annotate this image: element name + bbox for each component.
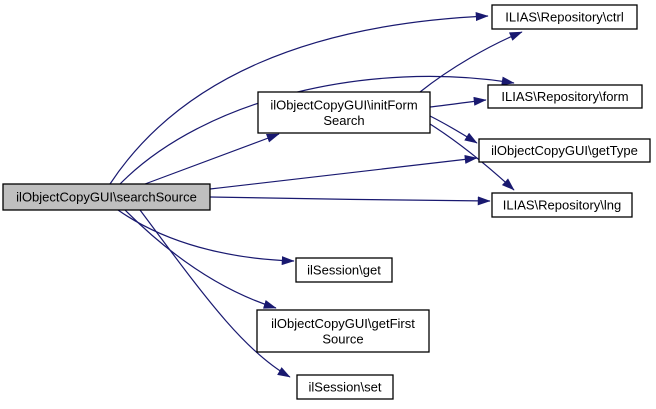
node-box-ctrl[interactable] xyxy=(491,4,638,30)
node-box-get[interactable] xyxy=(295,257,393,283)
edge-searchSource-to-set xyxy=(139,209,291,378)
edge-initFormSearch-to-getType xyxy=(429,115,478,144)
edge-initFormSearch-to-form xyxy=(429,96,487,108)
node-box-lng[interactable] xyxy=(491,192,633,218)
node-ctrl[interactable]: ILIAS\Repository\ctrl xyxy=(491,4,638,30)
node-box-set[interactable] xyxy=(296,374,394,400)
node-box-searchSource[interactable] xyxy=(2,183,211,211)
edge-searchSource-to-ctrl xyxy=(109,12,489,185)
node-label-getType: ilObjectCopyGUI\getType xyxy=(491,143,638,158)
node-label-lng: ILIAS\Repository\lng xyxy=(503,198,622,213)
edge-searchSource-to-initFormSearch xyxy=(144,133,280,185)
edge-initFormSearch-to-lng xyxy=(429,123,515,191)
edge-searchSource-to-get xyxy=(117,209,295,266)
node-set[interactable]: ilSession\set xyxy=(296,374,394,400)
edge-searchSource-to-getFirstSource xyxy=(124,209,277,309)
node-box-getFirstSource[interactable] xyxy=(256,309,430,353)
node-box-form[interactable] xyxy=(487,84,643,109)
edge-initFormSearch-to-ctrl xyxy=(419,31,523,93)
node-box-getType[interactable] xyxy=(478,138,651,163)
node-getType[interactable]: ilObjectCopyGUI\getType xyxy=(478,138,651,163)
node-label-searchSource: ilObjectCopyGUI\searchSource xyxy=(16,190,197,205)
edge-searchSource-to-lng xyxy=(209,196,491,206)
edges-layer xyxy=(109,12,523,378)
edge-searchSource-to-getType xyxy=(209,154,478,190)
node-label-ctrl: ILIAS\Repository\ctrl xyxy=(505,10,624,25)
node-label-set: ilSession\set xyxy=(309,380,382,395)
node-get[interactable]: ilSession\get xyxy=(295,257,393,283)
nodes-layer: ilObjectCopyGUI\searchSource ilObjectCopy… xyxy=(2,4,651,400)
node-lng[interactable]: ILIAS\Repository\lng xyxy=(491,192,633,218)
node-form[interactable]: ILIAS\Repository\form xyxy=(487,84,643,109)
node-searchSource[interactable]: ilObjectCopyGUI\searchSource xyxy=(2,183,211,211)
node-label-form: ILIAS\Repository\form xyxy=(501,89,628,104)
node-box-initFormSearch[interactable] xyxy=(257,91,431,134)
node-label-get: ilSession\get xyxy=(307,263,381,278)
